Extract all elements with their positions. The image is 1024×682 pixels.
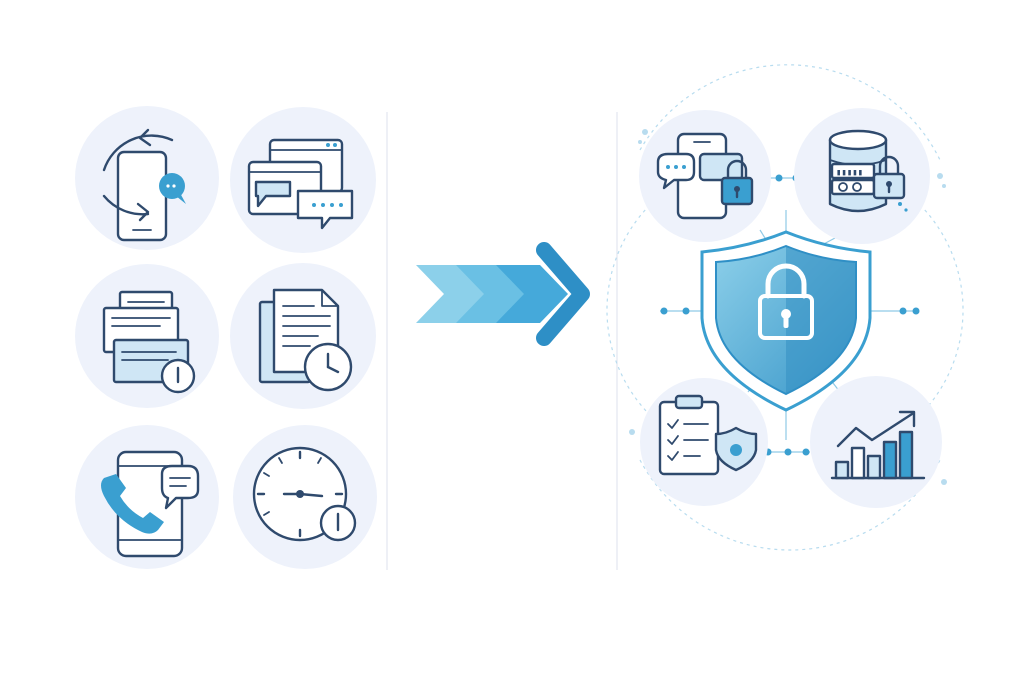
- chevron-arrow-right-icon: [416, 242, 590, 346]
- database-lock-icon: ▮▮▮▮▮: [794, 108, 930, 244]
- phone-sync-icon: [75, 106, 219, 250]
- database-label-glyph: ▮▮▮▮▮: [836, 168, 863, 178]
- clock-alert-icon: [233, 425, 377, 569]
- clipboard-checklist-shield-icon: [640, 378, 768, 506]
- mobile-chat-lock-icon: [639, 110, 771, 242]
- phone-call-chat-icon: [75, 425, 219, 569]
- right-panel: ▮▮▮▮▮: [606, 64, 964, 551]
- stacked-documents-alert-icon: [75, 264, 219, 408]
- browser-windows-chat-icon: [230, 107, 376, 253]
- left-panel: [75, 106, 377, 569]
- bar-chart-growth-icon: [810, 376, 942, 508]
- shield-lock-icon: [700, 230, 872, 412]
- documents-clock-icon: [230, 263, 376, 409]
